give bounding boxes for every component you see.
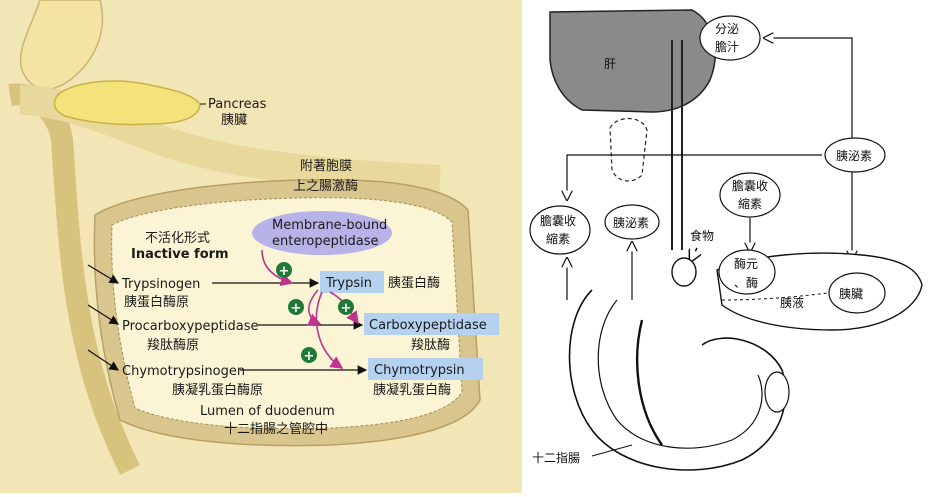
svg-text:膽囊收: 膽囊收 [732, 178, 768, 193]
svg-text:+: + [291, 301, 302, 316]
lumen-label-zh: 十二指腸之管腔中 [224, 422, 328, 437]
membrane-label-en-1: Membrane-bound [272, 218, 387, 233]
bile-secretion-node: 分泌 膽汁 [700, 16, 760, 60]
pancreatic-juice-label: 胰液 [780, 295, 804, 310]
lumen-label-en: Lumen of duodenum [200, 404, 335, 419]
duodenum-inner [598, 300, 762, 448]
chymotrypsinogen-label: Chymotrypsinogen [122, 364, 245, 379]
svg-text:縮素: 縮素 [546, 231, 570, 246]
pylorus-ring [672, 258, 696, 286]
secretin-left-node: 胰泌素 [605, 205, 659, 239]
cck-mid-node: 膽囊收 縮素 [720, 173, 780, 217]
procarboxypeptidase-label: Procarboxypeptidase [122, 319, 258, 334]
svg-text:+: + [279, 264, 290, 279]
digestive-system-diagram: 肝 分泌 膽汁 胰泌素 膽囊收 縮素 [522, 0, 929, 493]
duodenum-label: 十二指腸 [532, 450, 580, 465]
enzyme-activation-diagram: Pancreas 胰臟 附著胞膜 上之腸激酶 Membrane-bound en… [0, 0, 522, 493]
cck-left-node: 膽囊收 縮素 [530, 206, 590, 254]
duodenum-leader [592, 445, 632, 456]
svg-text:+: + [304, 349, 315, 364]
svg-text:胰泌素: 胰泌素 [613, 216, 649, 230]
trypsinogen-label-zh: 胰蛋白酶原 [124, 294, 189, 310]
trypsinogen-label: Trypsinogen [121, 277, 200, 292]
svg-text:膽囊收: 膽囊收 [540, 213, 576, 228]
svg-text:+: + [341, 301, 352, 316]
liver-shape [550, 10, 715, 112]
zymogen-node: 酶元 、酶 [719, 250, 775, 294]
carboxypeptidase-label: Carboxypeptidase [369, 318, 487, 333]
duodenum-fold [637, 320, 662, 445]
food-label: 食物 [690, 228, 714, 243]
svg-text:膽汁: 膽汁 [715, 39, 739, 54]
membrane-label-en-2: enteropeptidase [272, 234, 379, 249]
svg-text:胰泌素: 胰泌素 [836, 149, 872, 163]
enzyme-activation-svg: Pancreas 胰臟 附著胞膜 上之腸激酶 Membrane-bound en… [0, 0, 522, 493]
pancreas-node: 胰臟 [829, 273, 885, 313]
membrane-label-zh-2: 上之腸激酶 [293, 178, 358, 194]
chymotrypsin-label-zh: 胰凝乳蛋白酶 [373, 382, 451, 398]
carboxypeptidase-label-zh: 羧肽酶 [411, 337, 450, 353]
secretin-right-node: 胰泌素 [825, 138, 885, 172]
digestive-system-svg: 肝 分泌 膽汁 胰泌素 膽囊收 縮素 [522, 0, 929, 493]
svg-text:、酶: 、酶 [734, 275, 758, 290]
pancreas-label-zh: 胰臟 [221, 113, 247, 128]
trypsin-label: Trypsin [325, 276, 372, 291]
pancreas-label-en: Pancreas [208, 97, 267, 112]
procarboxypeptidase-label-zh: 羧肽酶原 [147, 337, 199, 353]
svg-text:縮素: 縮素 [738, 196, 762, 211]
secretin-to-liver-arrow [764, 38, 852, 138]
jejunum-opening [765, 372, 789, 412]
gallbladder-shape [610, 118, 647, 181]
trypsin-label-zh: 胰蛋白酶 [388, 275, 440, 291]
svg-text:胰臟: 胰臟 [839, 287, 863, 301]
inactive-label-zh: 不活化形式 [145, 231, 210, 246]
horizontal-hormone-line [567, 155, 822, 200]
svg-text:酶元: 酶元 [734, 256, 758, 271]
chymotrypsin-label: Chymotrypsin [374, 363, 465, 378]
chymotrypsinogen-label-zh: 胰凝乳蛋白酶原 [172, 382, 263, 398]
svg-text:分泌: 分泌 [715, 22, 739, 36]
inactive-label-en: Inactive form [131, 247, 229, 262]
membrane-label-zh-1: 附著胞膜 [300, 159, 352, 174]
liver-label: 肝 [604, 57, 616, 71]
